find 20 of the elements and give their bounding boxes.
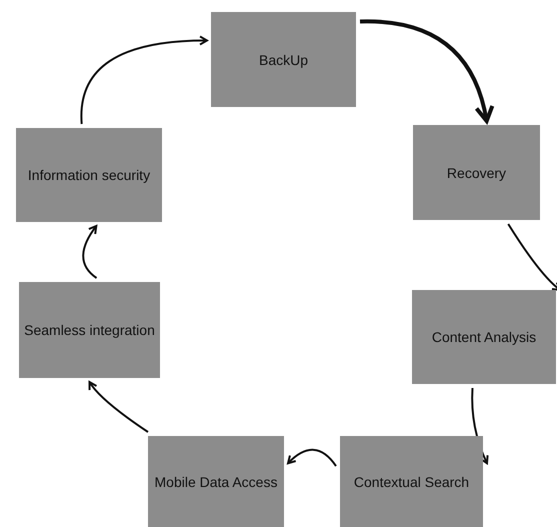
process-box bbox=[19, 282, 160, 378]
box-label: BackUp bbox=[258, 50, 308, 70]
box-label: Recovery bbox=[446, 164, 506, 183]
curved-arrow bbox=[80, 36, 208, 124]
process-box bbox=[412, 290, 556, 384]
box-label: Information security bbox=[28, 166, 150, 185]
process-box bbox=[211, 12, 356, 107]
curved-arrow bbox=[88, 381, 149, 433]
box-label: Contextual Search bbox=[354, 472, 470, 492]
box-label: Seamless integration bbox=[24, 321, 155, 340]
curved-arrow bbox=[507, 223, 557, 291]
process-box bbox=[148, 436, 284, 527]
curved-arrow bbox=[287, 448, 337, 467]
process-box bbox=[340, 436, 483, 527]
box-label: Mobile Data Access bbox=[154, 472, 278, 492]
process-box bbox=[413, 125, 540, 220]
process-box bbox=[16, 128, 162, 222]
curved-arrow bbox=[360, 20, 494, 123]
box-label: Content Analysis bbox=[432, 328, 536, 347]
curved-arrow bbox=[82, 225, 98, 279]
